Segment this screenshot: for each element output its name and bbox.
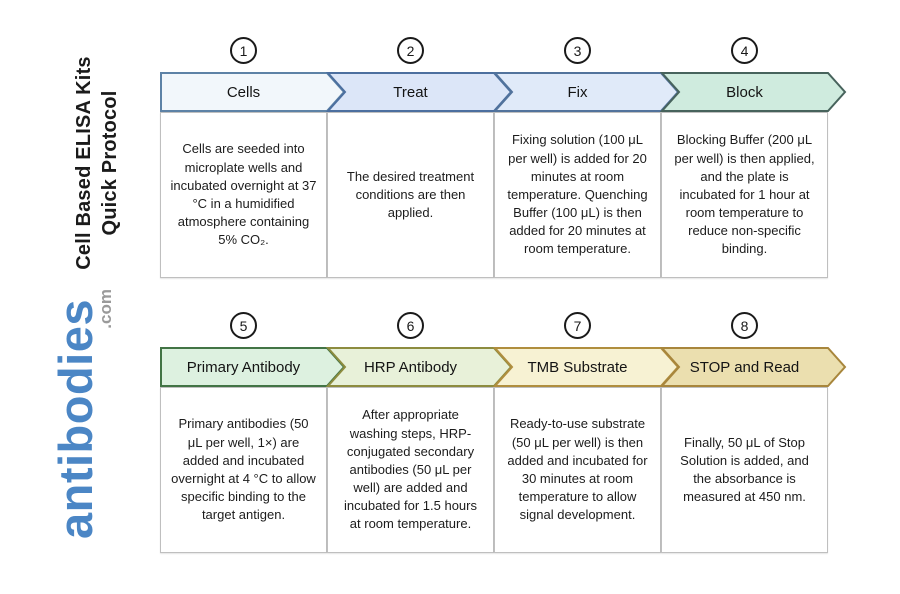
step-column-1: 1 Cells Cells are seeded into microplate… — [160, 37, 346, 278]
protocol-grid: 1 Cells Cells are seeded into microplate… — [160, 37, 880, 594]
step-description: Blocking Buffer (200 μL per well) is the… — [674, 132, 815, 257]
brand-logo: antibodies .com — [49, 287, 133, 551]
protocol-row-1: 1 Cells Cells are seeded into microplate… — [160, 37, 847, 278]
step-column-4: 4 Block Blocking Buffer (200 μL per well… — [659, 37, 847, 278]
step-number: 4 — [740, 42, 749, 59]
step-arrow — [325, 72, 513, 112]
step-description-box: Primary antibodies (50 μL per well, 1×) … — [160, 387, 327, 553]
step-arrow — [492, 347, 680, 387]
step-number: 3 — [573, 42, 582, 59]
step-description-box: The desired treatment conditions are the… — [327, 112, 494, 278]
vertical-title-line1: Cell Based ELISA Kits — [73, 56, 95, 270]
step-number-badge: 8 — [731, 312, 758, 339]
step-arrow — [492, 72, 680, 112]
step-number: 1 — [239, 42, 248, 59]
step-number: 7 — [573, 317, 582, 334]
step-column-8: 8 STOP and Read Finally, 50 μL of Stop S… — [659, 312, 847, 553]
step-description-box: After appropriate washing steps, HRP-con… — [327, 387, 494, 553]
step-description: The desired treatment conditions are the… — [346, 168, 475, 221]
step-arrow — [160, 347, 346, 387]
step-description-box: Finally, 50 μL of Stop Solution is added… — [661, 387, 828, 553]
logo-wordmark: antibodies — [49, 298, 102, 540]
step-number: 6 — [406, 317, 415, 334]
step-number-badge: 2 — [397, 37, 424, 64]
step-number: 5 — [239, 317, 248, 334]
step-column-6: 6 HRP Antibody After appropriate washing… — [325, 312, 513, 553]
vertical-title: Cell Based ELISA Kits Quick Protocol — [71, 38, 125, 288]
step-description-box: Blocking Buffer (200 μL per well) is the… — [661, 112, 828, 278]
protocol-row-2: 5 Primary Antibody Primary antibodies (5… — [160, 312, 847, 553]
step-number-badge: 7 — [564, 312, 591, 339]
step-description: Finally, 50 μL of Stop Solution is added… — [680, 434, 809, 505]
step-description: After appropriate washing steps, HRP-con… — [344, 407, 477, 532]
step-description: Ready-to-use substrate (50 μL per well) … — [507, 416, 648, 523]
step-arrow — [325, 347, 513, 387]
step-arrow — [659, 72, 847, 112]
step-arrow — [659, 347, 847, 387]
step-description: Cells are seeded into microplate wells a… — [170, 141, 317, 248]
step-description: Primary antibodies (50 μL per well, 1×) … — [171, 416, 316, 523]
step-arrow — [160, 72, 346, 112]
step-number-badge: 3 — [564, 37, 591, 64]
step-description-box: Ready-to-use substrate (50 μL per well) … — [494, 387, 661, 553]
step-number-badge: 1 — [230, 37, 257, 64]
step-description-box: Fixing solution (100 μL per well) is add… — [494, 112, 661, 278]
step-number-badge: 5 — [230, 312, 257, 339]
step-number: 2 — [406, 42, 415, 59]
vertical-title-line2: Quick Protocol — [99, 90, 121, 236]
step-number-badge: 4 — [731, 37, 758, 64]
step-number-badge: 6 — [397, 312, 424, 339]
step-description-box: Cells are seeded into microplate wells a… — [160, 112, 327, 278]
step-column-5: 5 Primary Antibody Primary antibodies (5… — [160, 312, 346, 553]
step-description: Fixing solution (100 μL per well) is add… — [507, 132, 648, 257]
step-column-2: 2 Treat The desired treatment conditions… — [325, 37, 513, 278]
step-column-7: 7 TMB Substrate Ready-to-use substrate (… — [492, 312, 680, 553]
step-column-3: 3 Fix Fixing solution (100 μL per well) … — [492, 37, 680, 278]
step-number: 8 — [740, 317, 749, 334]
